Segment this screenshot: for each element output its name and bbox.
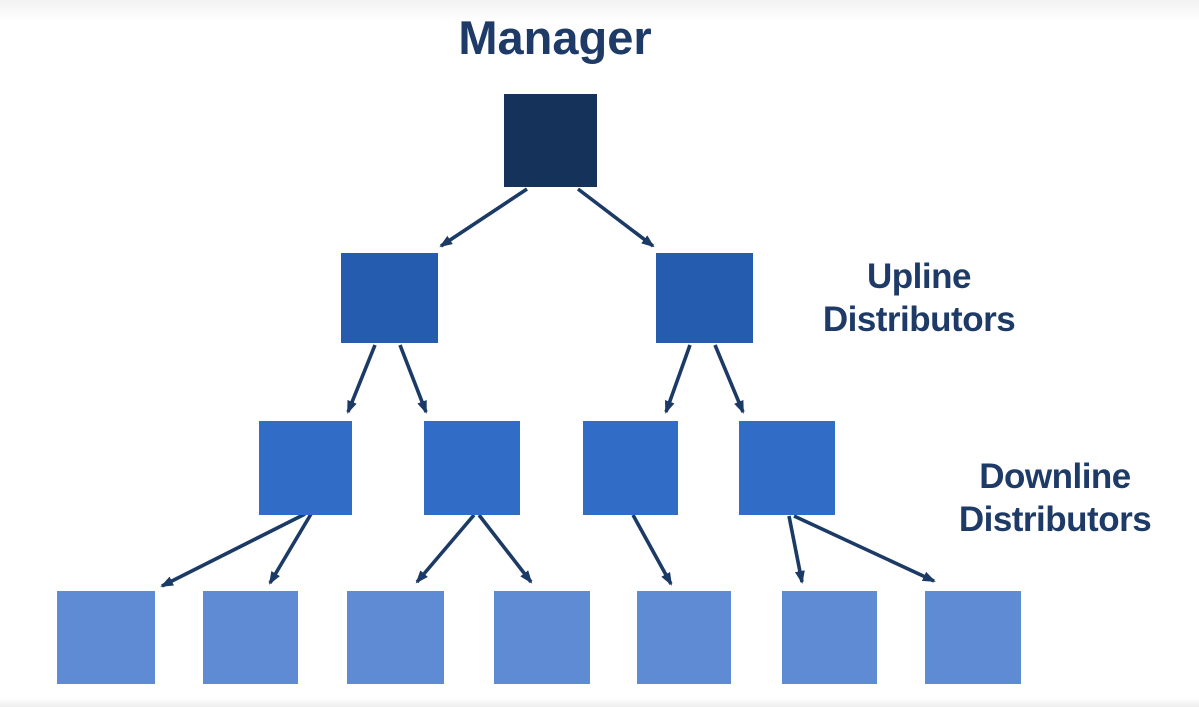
page-title: Manager [458, 11, 652, 64]
upline-node-1 [341, 253, 438, 343]
upline-label-line2: Distributors [822, 300, 1016, 339]
upline-node-2 [656, 253, 753, 343]
bottom-node-6 [782, 591, 877, 684]
downline-distributors-label: Downline Distributors [950, 455, 1160, 541]
upline-distributors-label: Upline Distributors [814, 255, 1024, 341]
bottom-node-7 [925, 591, 1021, 684]
bottom-node-2 [203, 591, 298, 684]
downline-node-1 [259, 421, 352, 515]
bottom-node-5 [637, 591, 731, 684]
manager-node [504, 94, 597, 187]
bottom-node-1 [57, 591, 155, 684]
downline-label-line1: Downline [979, 457, 1131, 496]
downline-node-3 [583, 421, 678, 515]
bottom-node-4 [494, 591, 590, 684]
downline-label-line2: Distributors [958, 500, 1152, 539]
upline-label-line1: Upline [867, 257, 971, 296]
downline-node-4 [739, 421, 835, 515]
bottom-node-3 [347, 591, 444, 684]
downline-node-2 [424, 421, 520, 515]
